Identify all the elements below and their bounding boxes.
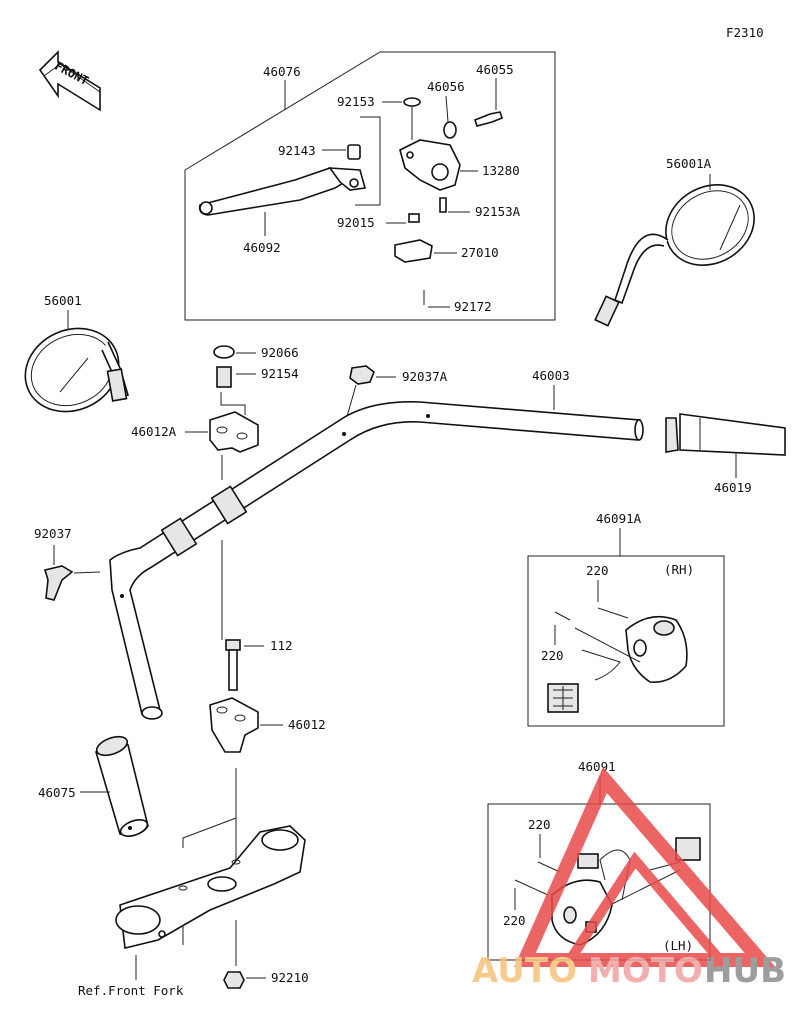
nut-92210: 92210: [223, 970, 309, 989]
side-rh: (RH): [664, 562, 694, 577]
label-92037A: 92037A: [402, 369, 448, 384]
figure-code: F2310: [726, 25, 764, 40]
lower-clamp: 46012: [209, 697, 326, 753]
label-112: 112: [270, 638, 293, 653]
label-92153A: 92153A: [475, 204, 521, 219]
front-arrow-icon: FRONT: [38, 50, 101, 112]
label-46076: 46076: [263, 64, 301, 79]
label-220-lh-bottom: 220: [503, 913, 526, 928]
label-92172: 92172: [454, 299, 492, 314]
label-92153: 92153: [337, 94, 375, 109]
label-46012: 46012: [288, 717, 326, 732]
label-220-lh-top: 220: [528, 817, 551, 832]
label-46012A: 46012A: [131, 424, 177, 439]
label-220-rh-bottom: 220: [541, 648, 564, 663]
side-lh: (LH): [663, 938, 693, 953]
bar-end-top: 92037A: [345, 365, 448, 421]
label-46075: 46075: [38, 785, 76, 800]
label-46091A: 46091A: [596, 511, 642, 526]
label-56001: 56001: [44, 293, 82, 308]
throttle-grip: 46019: [665, 413, 786, 495]
label-46056: 46056: [427, 79, 465, 94]
watermark-logo: AUTO MOTO HUB: [472, 767, 786, 991]
label-92015: 92015: [337, 215, 375, 230]
label-220-rh-top: 220: [586, 563, 609, 578]
label-46091: 46091: [578, 759, 616, 774]
label-46092: 46092: [243, 240, 281, 255]
label-56001A: 56001A: [666, 156, 712, 171]
handlebar-clamp-top: 92066 92154 46012A: [131, 345, 299, 453]
mirror-right: 56001A: [594, 156, 755, 327]
ref-front-fork: Ref.Front Fork: [78, 983, 184, 998]
watermark-auto: AUTO: [472, 951, 577, 991]
handlebar: 46003: [109, 368, 644, 720]
fork-upper-bracket: Ref.Front Fork: [78, 768, 306, 998]
mirror-left: 56001: [24, 293, 130, 413]
label-92210: 92210: [271, 970, 309, 985]
label-92037: 92037: [34, 526, 72, 541]
label-46019: 46019: [714, 480, 752, 495]
label-92066: 92066: [261, 345, 299, 360]
lever-assembly-box: 46076 46092 92143 92153 46056 46055 132: [184, 51, 556, 321]
rh-switch-box: 46091A (RH) 220 220: [527, 511, 725, 727]
label-27010: 27010: [461, 245, 499, 260]
watermark-hub: HUB: [704, 951, 786, 991]
label-92143: 92143: [278, 143, 316, 158]
watermark-moto: MOTO: [588, 951, 703, 991]
bolt-112: 112: [225, 638, 293, 691]
label-46055: 46055: [476, 62, 514, 77]
label-92154: 92154: [261, 366, 299, 381]
left-grip: 46075: [38, 735, 149, 837]
bar-end-left: 92037: [34, 526, 101, 601]
label-46003: 46003: [532, 368, 570, 383]
label-13280: 13280: [482, 163, 520, 178]
lh-switch-box: 46091 220 220 (LH): [487, 759, 711, 961]
